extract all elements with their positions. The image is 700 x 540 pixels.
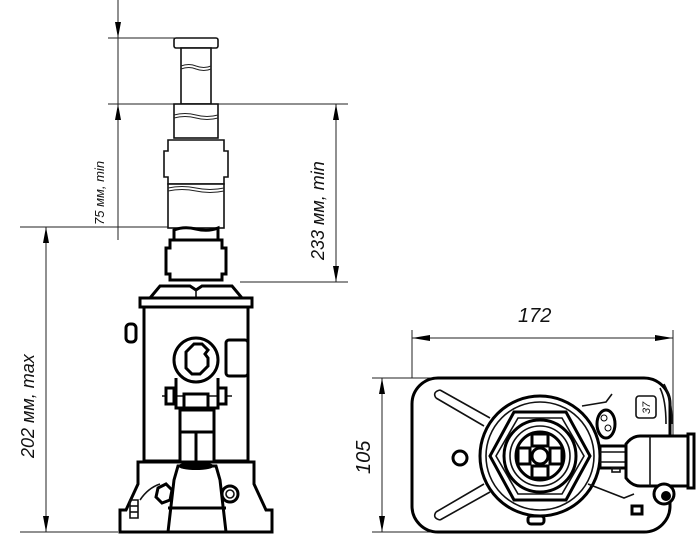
dimension-233mm: 233 мм, min xyxy=(308,104,339,282)
pump-socket-end xyxy=(686,432,696,490)
screw-cap xyxy=(173,37,219,49)
dimension-172: 172 xyxy=(412,305,673,341)
ram-collar xyxy=(163,139,229,185)
bottom-tab xyxy=(526,514,546,526)
mounting-hole xyxy=(451,449,469,467)
seal-ring xyxy=(178,462,214,470)
slot-bottom xyxy=(530,464,550,480)
release-knob xyxy=(124,322,138,344)
base-riser xyxy=(166,464,228,534)
dimension-label-105: 105 xyxy=(353,440,375,474)
pump-plunger-upper xyxy=(178,408,216,434)
dimension-label-172: 172 xyxy=(518,305,551,327)
dimension-label-233: 233 мм, min xyxy=(308,161,328,261)
release-valve xyxy=(595,408,617,440)
dimension-label-75: 75 мм, min xyxy=(92,161,107,225)
pump-shaft xyxy=(598,444,630,470)
pump-plunger-right xyxy=(194,430,216,464)
jack-front-view xyxy=(118,37,274,534)
center-hole xyxy=(530,446,550,466)
slot-top xyxy=(530,432,550,448)
socket-hole xyxy=(184,342,210,376)
pin-left xyxy=(164,386,176,406)
base-valve xyxy=(220,484,240,504)
extension-screw xyxy=(180,47,212,105)
slot-right xyxy=(548,446,564,466)
pump-socket-top xyxy=(624,434,690,488)
cylinder-head xyxy=(164,238,228,282)
valve-tab xyxy=(630,504,644,516)
dimension-202mm: 202 мм, max xyxy=(18,227,49,532)
dimension-105: 105 xyxy=(353,378,385,532)
jack-top-view: 37 xyxy=(410,376,696,534)
slot-left xyxy=(516,446,532,466)
dimension-75mm: 75 мм, min xyxy=(92,0,121,240)
front-view-dimensions: 75 мм, min 233 мм, min 202 мм, max xyxy=(18,0,348,533)
dimension-label-202: 202 мм, max xyxy=(18,353,38,459)
base-hex-nut xyxy=(154,482,174,505)
top-label-plate xyxy=(635,395,657,419)
top-label-text: 37 xyxy=(641,401,653,414)
label-plate xyxy=(224,338,250,378)
pump-block xyxy=(182,392,210,410)
plunger-nut xyxy=(172,225,220,242)
pump-plunger-left xyxy=(178,430,198,464)
ram-upper xyxy=(173,103,219,139)
